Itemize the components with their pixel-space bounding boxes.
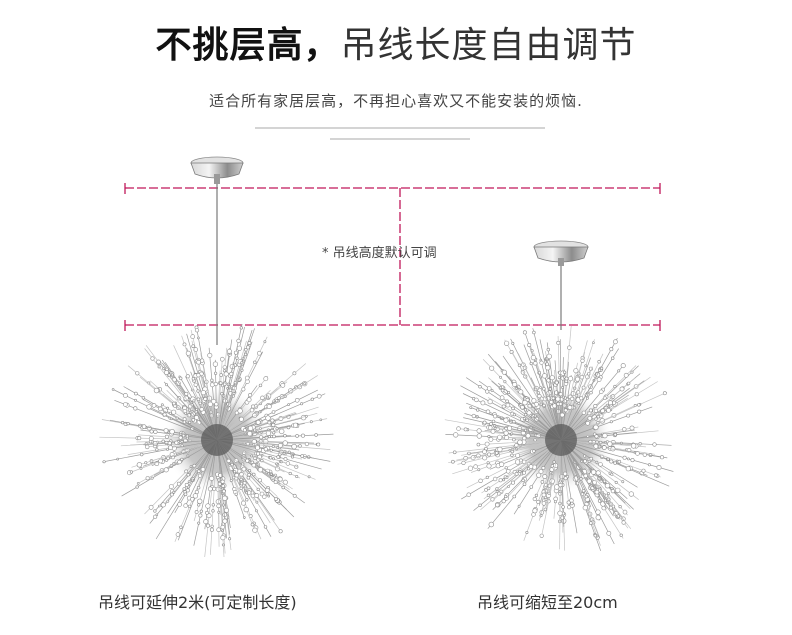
height-guides [124, 183, 661, 331]
right-pendant-lamp [444, 240, 674, 552]
subheadline: 适合所有家居层高，不再担心喜欢又不能安装的烦恼. [209, 92, 583, 110]
left-dandelion-shade [99, 323, 334, 558]
headline-bold: 不挑层高， [155, 25, 341, 66]
headline-light: 吊线长度自由调节 [340, 25, 637, 66]
right-dandelion-shade [444, 325, 674, 552]
height-note: * 吊线高度默认可调 [322, 246, 437, 261]
left-pendant-lamp [99, 156, 334, 558]
caption-left: 吊线可延伸2米(可定制长度) [98, 593, 297, 612]
caption-right: 吊线可缩短至20cm [477, 593, 618, 612]
faint-text-line [255, 127, 545, 140]
headline: 不挑层高，吊线长度自由调节 [0, 22, 792, 70]
